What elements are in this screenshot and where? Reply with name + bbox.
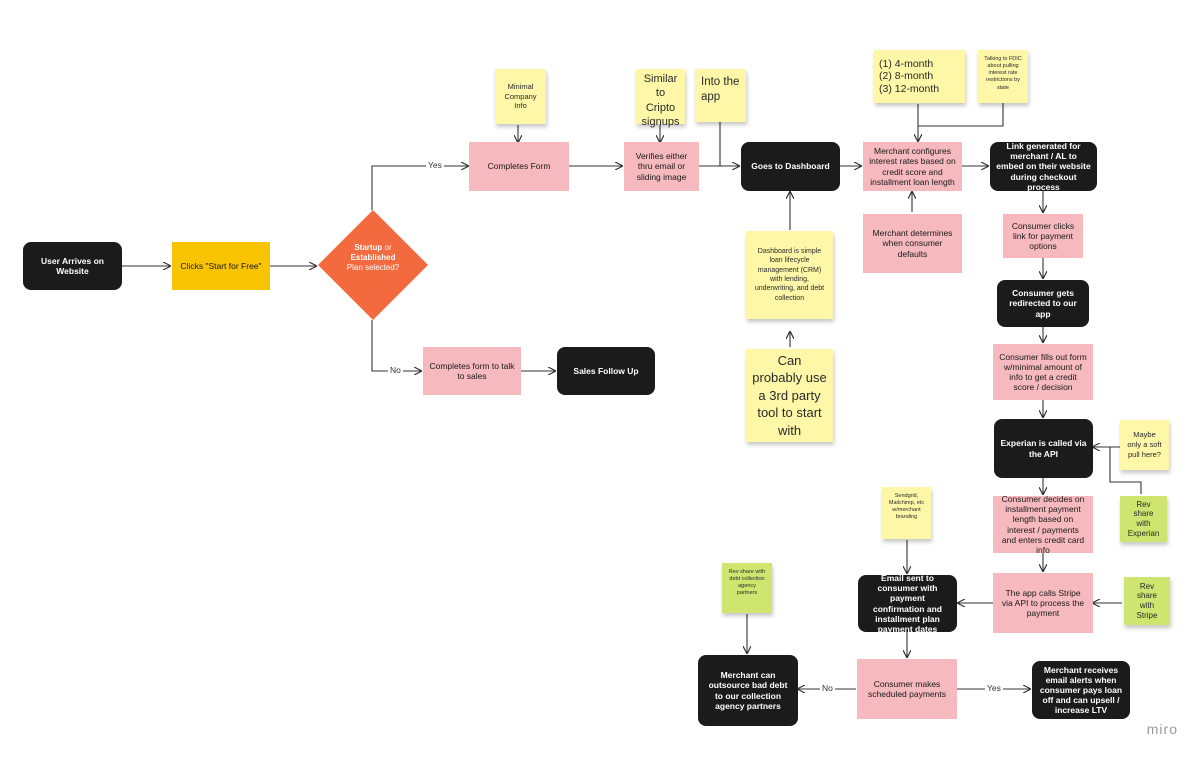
node-link-generated[interactable]: Link generated for merchant / AL to embe…	[990, 141, 1097, 192]
sticky-maybe-soft-pull[interactable]: Maybe only a soft pull here?	[1120, 420, 1169, 470]
sticky-third-party-tool[interactable]: Can probably use a 3rd party tool to sta…	[746, 349, 833, 442]
edge-label-no-payments: No	[820, 683, 835, 693]
node-email-sent[interactable]: Email sent to consumer with payment conf…	[858, 573, 957, 634]
decision-or: or	[384, 243, 392, 252]
node-merchant-determines[interactable]: Merchant determines when consumer defaul…	[863, 214, 962, 273]
edge-label-yes-payments: Yes	[985, 683, 1003, 693]
decision-established: Established	[350, 253, 396, 262]
sticky-rev-share-experian[interactable]: Rev share with Experian	[1120, 496, 1167, 542]
arrow-revexp-to-experian	[1109, 447, 1142, 494]
node-consumer-redirected[interactable]: Consumer gets redirected to our app	[997, 280, 1089, 327]
node-experian-called[interactable]: Experian is called via the API	[994, 419, 1093, 478]
sticky-sendgrid[interactable]: Sendgrid, Mailchimp, etc w/merchant bran…	[882, 487, 931, 539]
sticky-similar-cripto[interactable]: Similar to Cripto signups	[636, 69, 685, 128]
sticky-rev-share-stripe[interactable]: Rev share with Stripe	[1124, 577, 1170, 625]
sticky-dashboard-description[interactable]: Dashboard is simple loan lifecycle manag…	[746, 231, 833, 319]
decision-diamond-shape	[318, 210, 428, 320]
decision-rest: Plan selected?	[346, 263, 400, 272]
node-completes-form-sales[interactable]: Completes form to talk to sales	[423, 347, 521, 395]
node-consumer-fills[interactable]: Consumer fills out form w/minimal amount…	[993, 344, 1093, 400]
decision-startup: Startup	[354, 243, 383, 252]
node-user-arrives[interactable]: User Arrives on Website	[23, 242, 122, 290]
node-consumer-decides[interactable]: Consumer decides on installment payment …	[993, 494, 1093, 555]
node-consumer-makes-payments[interactable]: Consumer makes scheduled payments	[857, 659, 957, 719]
arrow-decision-yes	[371, 166, 468, 210]
sticky-minimal-company-info[interactable]: Minimal Company Info	[495, 69, 546, 124]
node-merchant-outsource[interactable]: Merchant can outsource bad debt to our c…	[698, 655, 798, 726]
node-merchant-receives[interactable]: Merchant receives email alerts when cons…	[1032, 661, 1130, 719]
arrow-decision-no	[371, 320, 421, 371]
node-verifies[interactable]: Verifies either thru email or sliding im…	[624, 142, 699, 191]
edge-label-no: No	[388, 365, 403, 375]
node-sales-follow-up[interactable]: Sales Follow Up	[557, 347, 655, 395]
node-merchant-configures[interactable]: Merchant configures interest rates based…	[863, 142, 962, 191]
arrow-fdic-to-merchant	[918, 103, 1004, 127]
node-consumer-clicks[interactable]: Consumer clicks link for payment options	[1003, 214, 1083, 258]
node-clicks-start-free[interactable]: Clicks "Start for Free"	[172, 242, 270, 290]
miro-logo: miro	[1146, 721, 1178, 737]
node-goes-to-dashboard[interactable]: Goes to Dashboard	[741, 142, 840, 191]
edge-label-yes: Yes	[426, 160, 444, 170]
sticky-talking-fdic[interactable]: Talking to FDIC about pulling interest r…	[978, 50, 1028, 103]
node-completes-form[interactable]: Completes Form	[469, 142, 569, 191]
sticky-loan-terms[interactable]: (1) 4-month (2) 8-month (3) 12-month	[874, 50, 965, 103]
sticky-into-the-app[interactable]: Into the app	[695, 69, 746, 122]
decision-plan-selected[interactable]: Startup or Established Plan selected?	[318, 210, 428, 320]
decision-text: Startup or Established Plan selected?	[340, 243, 406, 273]
node-app-calls-stripe[interactable]: The app calls Stripe via API to process …	[993, 573, 1093, 633]
sticky-rev-share-debt[interactable]: Rev share with debt collection agency pa…	[722, 563, 772, 613]
